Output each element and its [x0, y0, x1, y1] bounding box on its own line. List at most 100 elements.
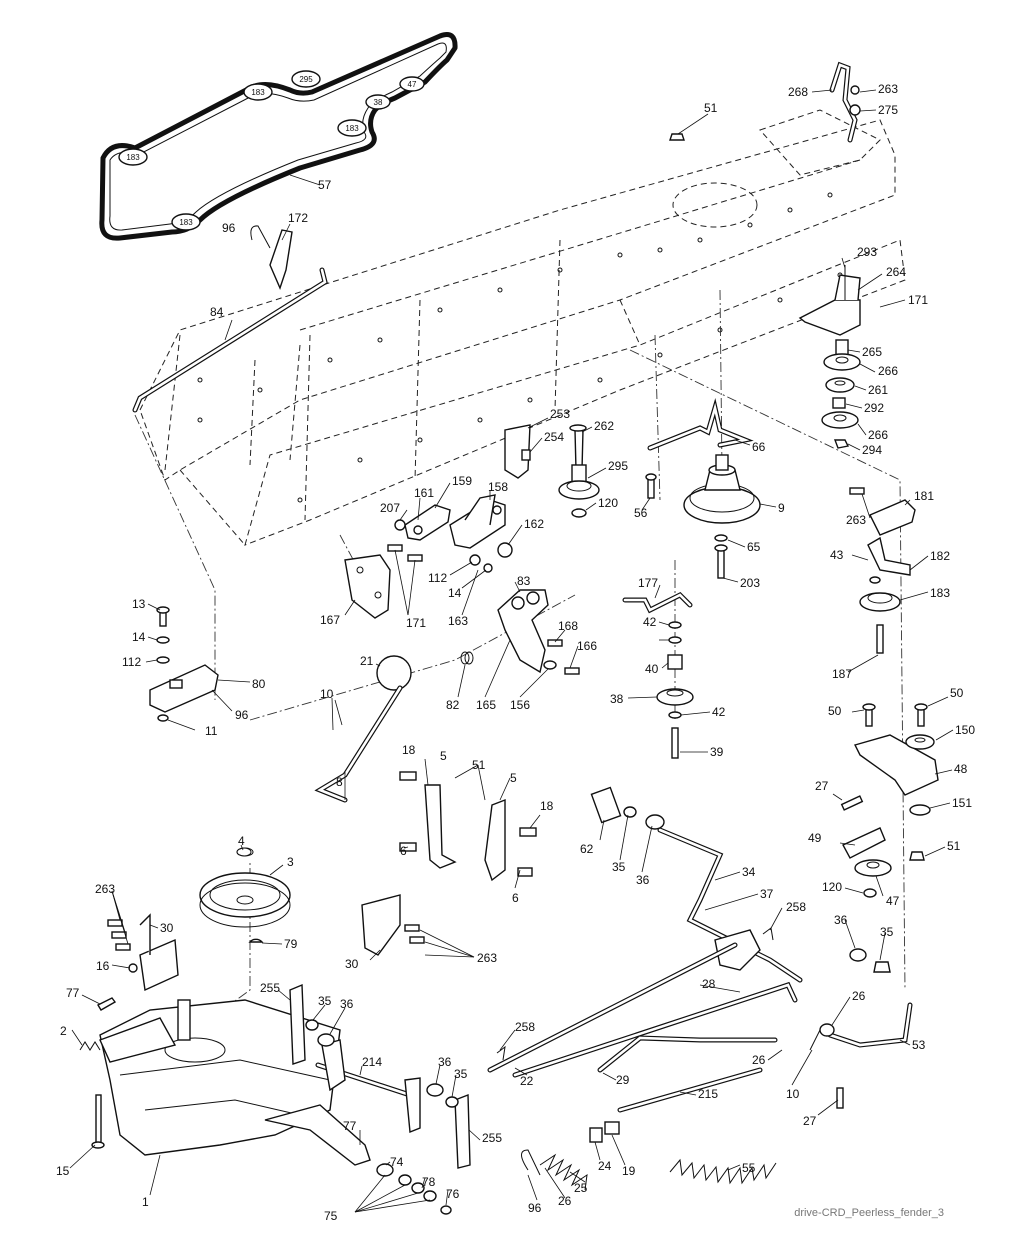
bracket-268 [829, 61, 861, 143]
callout-21: 21 [360, 654, 374, 668]
callout-156: 156 [510, 698, 530, 712]
clip-258-bottom [496, 1045, 506, 1061]
callout-36-pedal: 36 [636, 873, 650, 887]
callout-50-right: 50 [950, 686, 964, 700]
callout-51-right: 51 [947, 839, 961, 853]
callout-27-right: 27 [815, 779, 829, 793]
bracket-182 [867, 536, 911, 584]
bolt-15 [91, 1094, 105, 1149]
callout-96-bottom: 96 [528, 1201, 542, 1215]
pulley-tag-183-b: 183 [243, 83, 273, 101]
callout-24: 24 [598, 1159, 612, 1173]
washers-36-35-right [849, 948, 891, 973]
hairpin-96-top [250, 225, 271, 249]
callout-215: 215 [698, 1087, 718, 1101]
callout-275: 275 [878, 103, 898, 117]
callout-261: 261 [868, 383, 888, 397]
callout-6-left: 6 [400, 844, 407, 858]
callout-120-right: 120 [822, 880, 842, 894]
bracket-253 [504, 424, 531, 479]
bracket-48 [853, 703, 939, 816]
callout-166: 166 [577, 639, 597, 653]
brackets-5 [399, 771, 537, 882]
callout-14-left: 14 [132, 630, 146, 644]
drive-belt [99, 32, 458, 241]
callout-62: 62 [580, 842, 594, 856]
transaxle-1 [99, 999, 371, 1166]
callout-163: 163 [448, 614, 468, 628]
callout-263-center: 263 [477, 951, 497, 965]
callout-18-right: 18 [540, 799, 554, 813]
callout-55: 55 [742, 1161, 756, 1175]
callout-38: 38 [610, 692, 624, 706]
tag-text: 183 [179, 218, 193, 227]
callout-80: 80 [252, 677, 266, 691]
stack-13-14-112 [156, 606, 170, 722]
callout-161: 161 [414, 486, 434, 500]
callout-51-top: 51 [704, 101, 718, 115]
callout-74: 74 [390, 1155, 404, 1169]
callout-28: 28 [702, 977, 716, 991]
callout-47: 47 [886, 894, 900, 908]
callout-18-left: 18 [402, 743, 416, 757]
callout-292: 292 [864, 401, 884, 415]
callout-187: 187 [832, 667, 852, 681]
spring-2 [79, 1041, 101, 1051]
callout-263-top: 263 [878, 82, 898, 96]
callout-50-left: 50 [828, 704, 842, 718]
axle-washers-74-78-76 [376, 1163, 452, 1215]
callout-8: 8 [336, 775, 343, 789]
callout-112-left: 112 [122, 655, 141, 669]
callout-1: 1 [142, 1195, 149, 1209]
nut-120-right [863, 888, 877, 898]
bracket-30-left [139, 913, 179, 992]
nut-51-top [669, 133, 685, 141]
pulley-47 [854, 859, 892, 877]
callout-30-right: 30 [345, 957, 359, 971]
linkage-group-center [394, 494, 513, 573]
callout-34: 34 [742, 865, 756, 879]
callout-96-left: 96 [235, 708, 249, 722]
callout-162: 162 [524, 517, 544, 531]
rod-28 [512, 981, 798, 1078]
callout-36-mid-left: 36 [340, 997, 354, 1011]
callout-182: 182 [930, 549, 950, 563]
callout-29: 29 [616, 1073, 630, 1087]
tag-text: 183 [126, 153, 140, 162]
pulley-tag-183-c: 183 [337, 119, 367, 137]
chassis-frame [139, 109, 906, 546]
callout-165: 165 [476, 698, 496, 712]
bolts-168-166 [547, 639, 580, 675]
callout-11: 11 [205, 724, 218, 738]
pulley-3 [199, 847, 291, 928]
key-77 [97, 997, 117, 1011]
callout-35-right: 35 [880, 925, 894, 939]
spring-25 [539, 1153, 588, 1191]
callout-255-upper: 255 [260, 981, 280, 995]
knob-21 [376, 655, 412, 691]
callout-77-left: 77 [66, 986, 80, 1000]
callout-57: 57 [318, 178, 332, 192]
lever-80 [149, 664, 219, 713]
callout-13: 13 [132, 597, 146, 611]
callout-150: 150 [955, 723, 975, 737]
callout-263-right: 263 [846, 513, 866, 527]
callout-159: 159 [452, 474, 472, 488]
callout-35-mid-right: 35 [454, 1067, 468, 1081]
bracket-181 [849, 487, 916, 536]
callout-177: 177 [638, 576, 658, 590]
callout-49: 49 [808, 831, 822, 845]
callout-25: 25 [574, 1181, 588, 1195]
callout-2: 2 [60, 1024, 67, 1038]
callout-265: 265 [862, 345, 882, 359]
spacers-24-19 [589, 1121, 620, 1143]
idler-stack-right [798, 265, 861, 449]
callout-266-lower: 266 [868, 428, 888, 442]
callout-10-right: 10 [786, 1087, 800, 1101]
pulley-tag-47: 47 [399, 76, 425, 92]
callout-203: 203 [740, 576, 760, 590]
callout-84: 84 [210, 305, 224, 319]
callout-112-center: 112 [428, 571, 447, 585]
callout-48: 48 [954, 762, 968, 776]
callout-42-lower: 42 [712, 705, 726, 719]
